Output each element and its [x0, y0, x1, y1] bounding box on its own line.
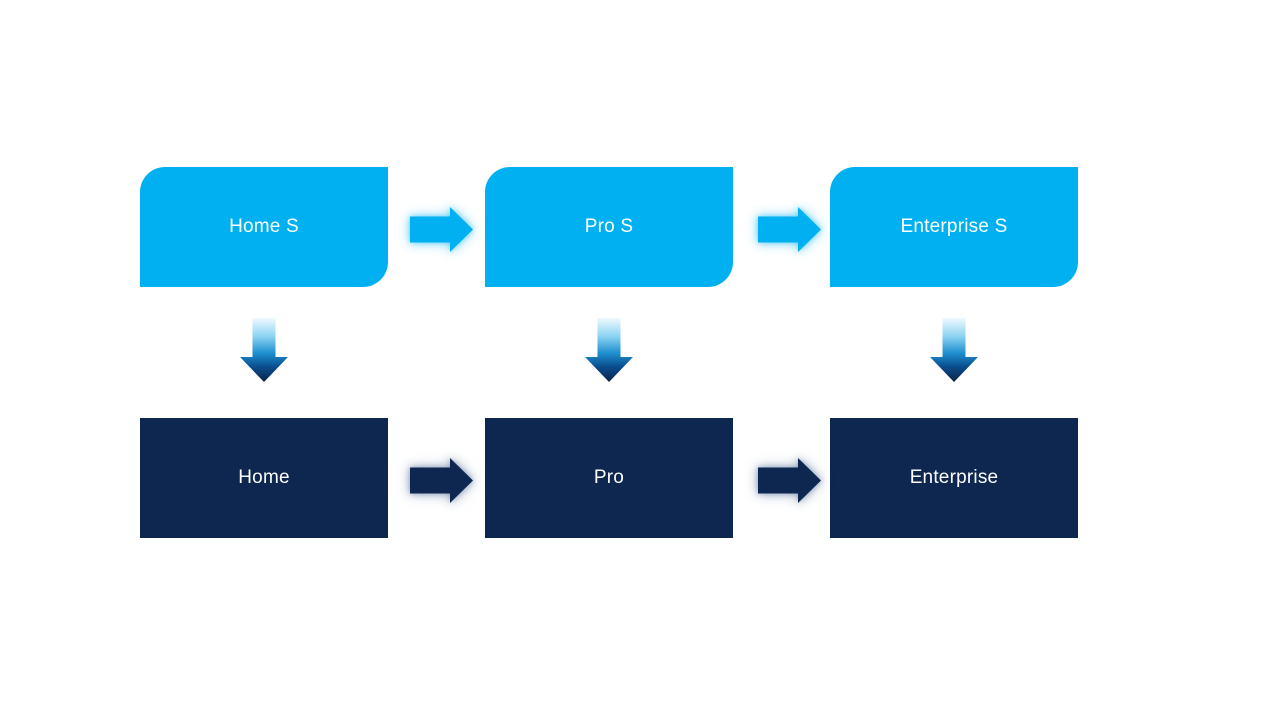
down-arrow-icon	[240, 318, 288, 382]
box-enterprise: Enterprise	[830, 418, 1078, 538]
box-pro-s: Pro S	[485, 167, 733, 287]
box-home-label: Home	[238, 467, 290, 488]
box-enterprise-s: Enterprise S	[830, 167, 1078, 287]
right-arrow-icon	[410, 458, 473, 503]
box-home-s-label: Home S	[229, 216, 299, 237]
box-pro-s-label: Pro S	[584, 216, 634, 237]
right-arrow-icon	[410, 207, 473, 252]
down-arrow-icon	[930, 318, 978, 382]
box-pro-label: Pro	[593, 467, 625, 488]
box-enterprise-label: Enterprise	[909, 467, 999, 488]
box-home-s: Home S	[140, 167, 388, 287]
box-enterprise-s-label: Enterprise S	[900, 216, 1008, 237]
right-arrow-icon	[758, 207, 821, 252]
down-arrow-icon	[585, 318, 633, 382]
right-arrow-icon	[758, 458, 821, 503]
box-pro: Pro	[485, 418, 733, 538]
box-home: Home	[140, 418, 388, 538]
